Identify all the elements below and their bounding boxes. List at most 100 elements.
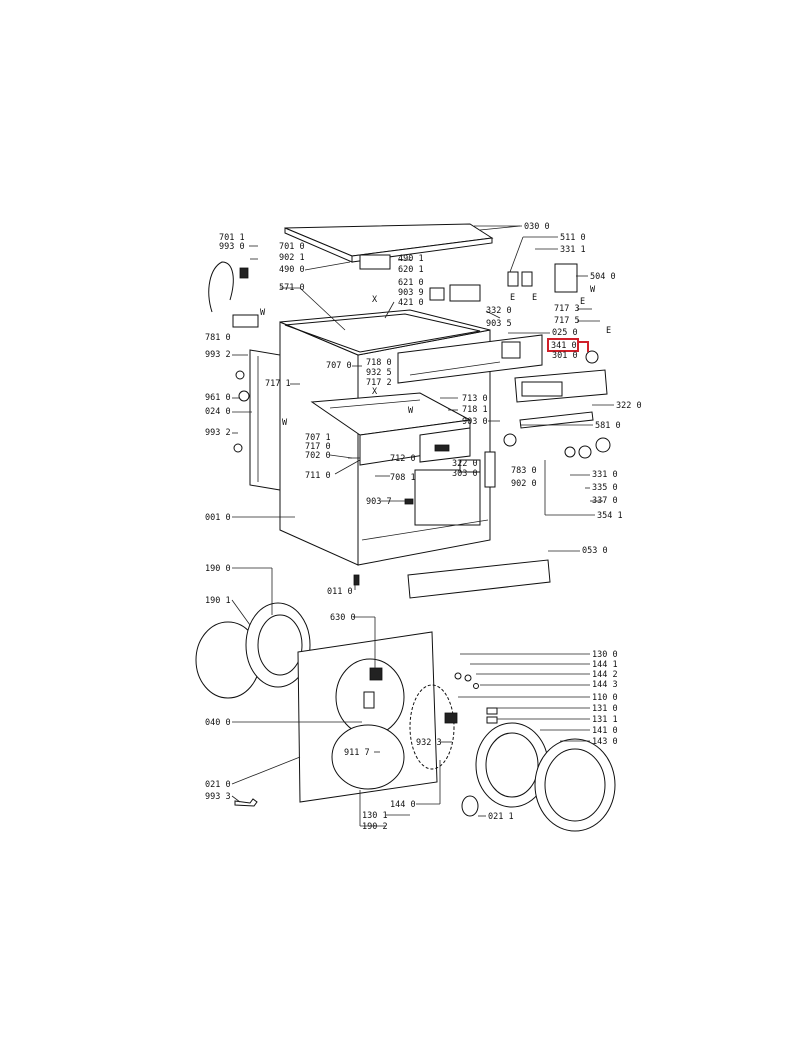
label-902-1: 902 1 — [279, 253, 305, 263]
label-335-0: 335 0 — [592, 483, 618, 493]
label-903-9: 903 9 — [398, 288, 424, 298]
part-labels: 030 0 511 0 331 1 504 0 717 3 717 5 025 … — [205, 222, 642, 832]
label-713-0: 713 0 — [462, 394, 488, 404]
label-040-0: 040 0 — [205, 718, 231, 728]
label-961-0: 961 0 — [205, 393, 231, 403]
label-131-0: 131 0 — [592, 704, 618, 714]
label-143-0: 143 0 — [592, 737, 618, 747]
label-511-0: 511 0 — [560, 233, 586, 243]
label-030-0: 030 0 — [524, 222, 550, 232]
label-021-0: 021 0 — [205, 780, 231, 790]
label-144-1: 144 1 — [592, 660, 618, 670]
label-144-2: 144 2 — [592, 670, 618, 680]
label-331-0: 331 0 — [592, 470, 618, 480]
label-783-0: 783 0 — [511, 466, 537, 476]
label-e-3: E — [580, 297, 585, 307]
label-711-0: 711 0 — [305, 471, 331, 481]
label-701-1: 701 1 — [219, 233, 245, 243]
label-712-0: 712 0 — [390, 454, 416, 464]
label-141-0: 141 0 — [592, 726, 618, 736]
label-e-2: E — [532, 293, 537, 303]
label-421-0: 421 0 — [398, 298, 424, 308]
label-144-0: 144 0 — [390, 800, 416, 810]
panel-facia — [514, 369, 608, 429]
label-331-1: 331 1 — [560, 245, 586, 255]
label-717-3: 717 3 — [554, 304, 580, 314]
water-inlet-hose — [208, 261, 259, 328]
label-x-1: X — [372, 387, 378, 397]
label-717-0: 717 0 — [305, 442, 331, 452]
label-021-1: 021 1 — [488, 812, 514, 822]
label-621-0: 621 0 — [398, 278, 424, 288]
label-717-2: 717 2 — [366, 378, 392, 388]
control-panel-frame — [397, 334, 543, 384]
label-322-0-b: 322 0 — [452, 459, 478, 469]
door-assembly — [409, 684, 616, 832]
label-190-0: 190 0 — [205, 564, 231, 574]
label-337-0: 337 0 — [592, 496, 618, 506]
control-knobs — [503, 350, 611, 459]
label-w-4: W — [408, 406, 414, 416]
highlight-box — [547, 338, 579, 352]
label-781-0: 781 0 — [205, 333, 231, 343]
label-011-0: 011 0 — [327, 587, 353, 597]
label-w-1: W — [590, 285, 596, 295]
tub-bellow — [195, 602, 311, 699]
label-504-0: 504 0 — [590, 272, 616, 282]
label-301-0: 301 0 — [552, 351, 578, 361]
label-932-5: 932 5 — [366, 368, 392, 378]
label-x-2: X — [372, 295, 378, 305]
label-903-5: 903 5 — [486, 319, 512, 329]
label-303-0: 303 0 — [452, 469, 478, 479]
label-024-0: 024 0 — [205, 407, 231, 417]
label-144-3: 144 3 — [592, 680, 618, 690]
label-130-1: 130 1 — [362, 811, 388, 821]
label-e-4: E — [606, 326, 611, 336]
label-993-3: 993 3 — [205, 792, 231, 802]
label-701-0: 701 0 — [279, 242, 305, 252]
label-902-0: 902 0 — [511, 479, 537, 489]
label-718-1: 718 1 — [462, 405, 488, 415]
label-707-1: 707 1 — [305, 433, 331, 443]
label-190-2: 190 2 — [362, 822, 388, 832]
label-630-0: 630 0 — [330, 613, 356, 623]
label-w-3: W — [282, 418, 288, 428]
label-932-3: 932 3 — [416, 738, 442, 748]
label-993-2-a: 993 2 — [205, 350, 231, 360]
front-panel — [297, 631, 438, 803]
label-903-7: 903 7 — [366, 497, 392, 507]
label-707-0: 707 0 — [326, 361, 352, 371]
label-993-0: 993 0 — [219, 242, 245, 252]
leader-lines — [231, 225, 614, 827]
valve-components — [359, 254, 578, 488]
label-332-0: 332 0 — [486, 306, 512, 316]
label-718-0: 718 0 — [366, 358, 392, 368]
label-993-2-b: 993 2 — [205, 428, 231, 438]
label-322-0-a: 322 0 — [616, 401, 642, 411]
label-717-1-a: 717 1 — [265, 379, 291, 389]
label-190-1: 190 1 — [205, 596, 231, 606]
small-hardware — [233, 370, 479, 807]
label-702-0: 702 0 — [305, 451, 331, 461]
label-620-1: 620 1 — [398, 265, 424, 275]
label-911-7: 911 7 — [344, 748, 370, 758]
label-e-1: E — [510, 293, 515, 303]
label-490-1: 490 1 — [398, 254, 424, 264]
label-053-0: 053 0 — [582, 546, 608, 556]
label-w-2: W — [260, 308, 266, 318]
label-581-0: 581 0 — [595, 421, 621, 431]
label-903-0: 903 0 — [462, 417, 488, 427]
label-717-5: 717 5 — [554, 316, 580, 326]
label-571-0: 571 0 — [279, 283, 305, 293]
label-341-0: 341 0 — [551, 341, 577, 351]
detergent-dispenser — [310, 392, 472, 466]
label-110-0: 110 0 — [592, 693, 618, 703]
kick-plate — [407, 559, 551, 599]
label-708-1: 708 1 — [390, 473, 416, 483]
highlight-connector — [578, 341, 589, 352]
label-490-0: 490 0 — [279, 265, 305, 275]
label-001-0: 001 0 — [205, 513, 231, 523]
label-130-0: 130 0 — [592, 650, 618, 660]
label-025-0: 025 0 — [552, 328, 578, 338]
